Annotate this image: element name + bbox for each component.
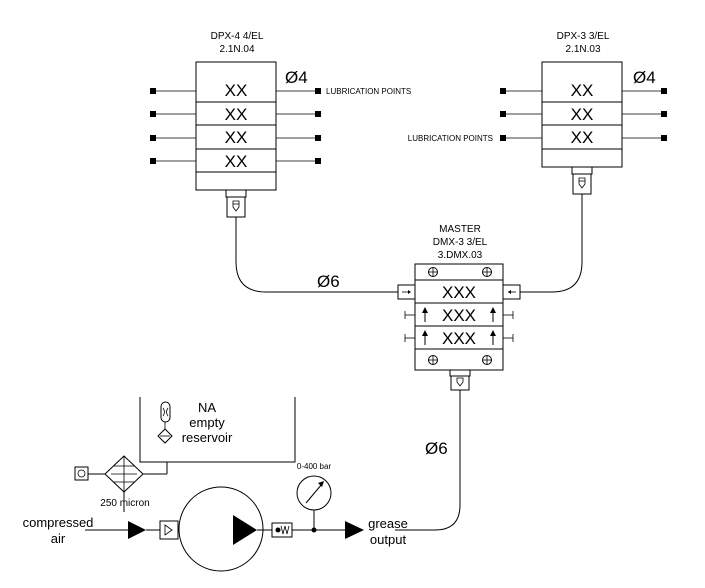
lubrication-point-icon <box>661 135 667 141</box>
master-left-fitting-icon <box>397 284 416 300</box>
left-pipe-diameter: Ø6 <box>317 272 340 291</box>
dpx4-code: 2.1N.04 <box>219 44 254 55</box>
dpx3-section-label: XX <box>571 105 594 124</box>
master-title: MASTER <box>439 224 481 235</box>
lubrication-point-icon <box>150 88 156 94</box>
dpx4-inlet-fitting-icon <box>225 189 247 218</box>
dpx3-lubrication-points-label: LUBRICATION POINTS <box>408 134 493 143</box>
reservoir: NA empty reservoir <box>139 397 296 463</box>
master-feed-pipe <box>395 390 461 531</box>
dpx4-section-label: XX <box>225 128 248 147</box>
level-sensor-icon <box>157 401 173 444</box>
dpx4-section-label: XX <box>225 152 248 171</box>
master-body <box>414 263 504 371</box>
reservoir-line1: NA <box>198 400 216 415</box>
dpx3-left-outlets <box>500 88 542 141</box>
dpx3-model: DPX-3 3/EL <box>557 31 610 42</box>
master-divider: MASTER DMX-3 3/EL 3.DMX.03 XXX XXX XXX <box>395 224 521 531</box>
grease-label-line1: grease <box>368 516 408 531</box>
dpx4-feed-pipe <box>235 217 398 293</box>
master-section-label: XXX <box>442 306 476 325</box>
feed-pipe-diameter: Ø6 <box>425 439 448 458</box>
grease-output-arrow-icon <box>345 521 364 539</box>
dpx4-pipe-diameter: Ø4 <box>285 68 308 87</box>
dpx3-code: 2.1N.03 <box>565 44 600 55</box>
dpx3-section-label: XX <box>571 81 594 100</box>
dpx3-divider: DPX-3 3/EL 2.1N.03 XX XX XX Ø4 LUBRICATI… <box>408 31 667 293</box>
lubrication-point-icon <box>150 135 156 141</box>
lubrication-point-icon <box>661 111 667 117</box>
dpx4-divider: DPX-4 4/EL 2.1N.04 XX XX XX XX <box>150 31 411 293</box>
master-right-fitting-icon <box>502 284 521 300</box>
lubrication-point-icon <box>315 111 321 117</box>
dpx3-pipe-diameter: Ø4 <box>633 68 656 87</box>
master-model: DMX-3 3/EL <box>433 237 488 248</box>
dpx3-section-label: XX <box>571 128 594 147</box>
dpx4-section-label: XX <box>225 81 248 100</box>
lubrication-point-icon <box>150 158 156 164</box>
grease-label-line2: output <box>370 532 407 547</box>
lubrication-point-icon <box>661 88 667 94</box>
lubrication-point-icon <box>500 111 506 117</box>
master-section-label: XXX <box>442 329 476 348</box>
dpx4-right-outlets <box>276 88 321 164</box>
air-arrow-icon <box>128 521 146 539</box>
master-inlet-fitting-icon <box>449 369 471 391</box>
pump: compressed air <box>23 486 264 572</box>
lubrication-point-icon <box>500 135 506 141</box>
side-plug-icons <box>404 311 514 342</box>
pump-air-inlet-icon <box>159 520 179 540</box>
pump-icon <box>178 486 264 572</box>
reservoir-line3: reservoir <box>182 430 233 445</box>
dpx3-right-outlets <box>622 88 667 141</box>
filter: 250 micron <box>74 455 168 509</box>
dpx4-model: DPX-4 4/EL <box>211 31 264 42</box>
lubrication-point-icon <box>315 88 321 94</box>
lubrication-point-icon <box>315 158 321 164</box>
gauge-range-label: 0-400 bar <box>297 462 332 471</box>
lubrication-point-icon <box>150 111 156 117</box>
air-label-line1: compressed <box>23 515 94 530</box>
reservoir-line2: empty <box>189 415 225 430</box>
master-code: 3.DMX.03 <box>438 250 483 261</box>
dpx4-lubrication-points-label: LUBRICATION POINTS <box>326 87 411 96</box>
pump-output: 0-400 bar grease output <box>257 462 408 547</box>
dpx4-section-label: XX <box>225 105 248 124</box>
arrow-up-icon <box>422 307 496 345</box>
air-inlet-icon <box>74 466 89 481</box>
dpx3-inlet-fitting-icon <box>571 166 593 195</box>
dpx4-left-outlets <box>150 88 196 164</box>
master-section-label: XXX <box>442 283 476 302</box>
lubrication-point-icon <box>315 135 321 141</box>
dpx4-body <box>195 61 277 191</box>
air-label-line2: air <box>51 531 66 546</box>
lubrication-point-icon <box>500 88 506 94</box>
filter-label: 250 micron <box>100 498 149 509</box>
dpx3-feed-pipe <box>518 194 583 293</box>
reservoir-outline <box>139 397 296 463</box>
